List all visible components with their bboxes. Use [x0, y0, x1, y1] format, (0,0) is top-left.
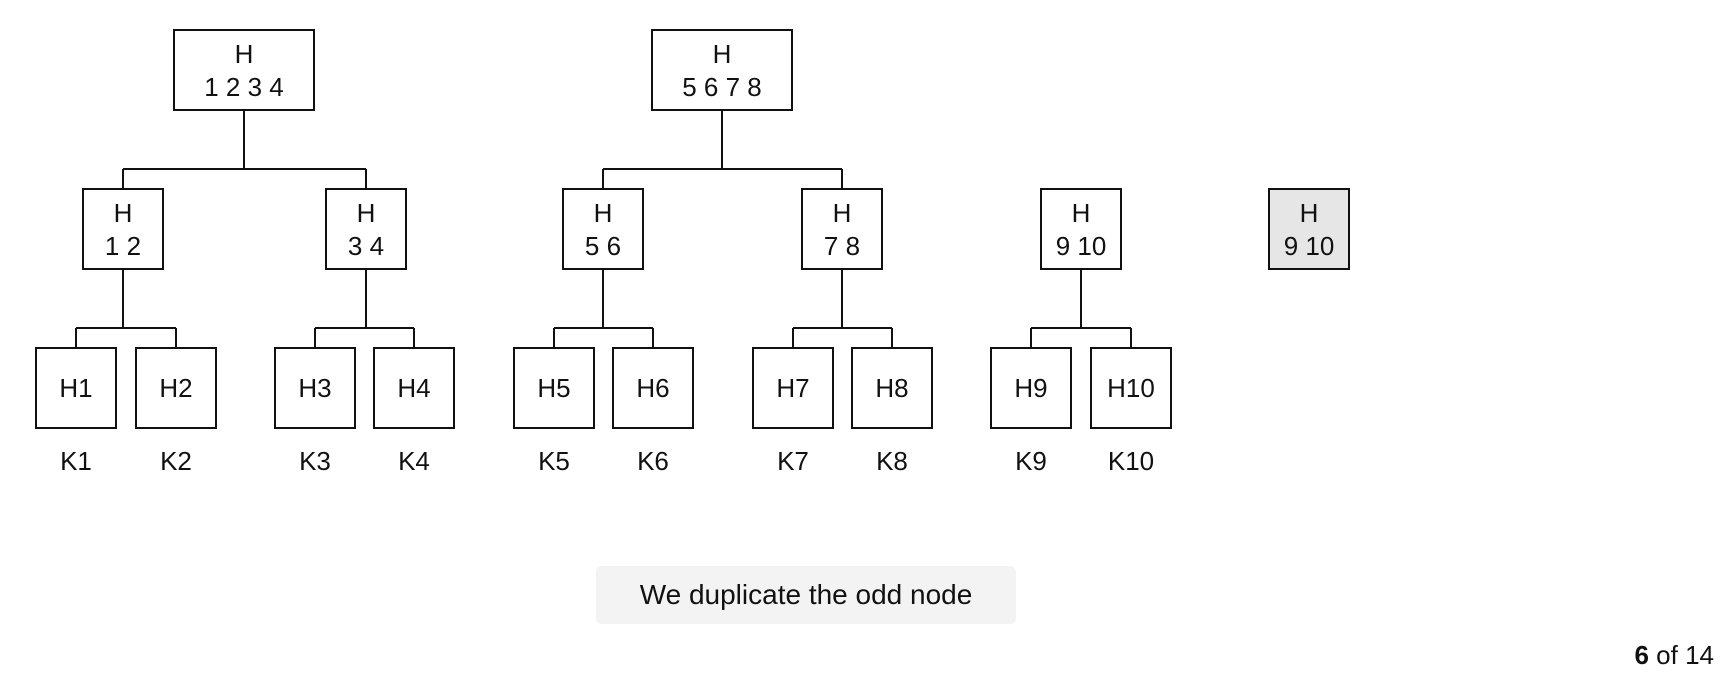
tree-nodes: H1 2 3 4H5 6 7 8H1 2H3 4H5 6H7 8H9 10H9 … — [35, 29, 1350, 429]
node-box — [1090, 347, 1172, 429]
leaf-label: H1 — [59, 373, 92, 403]
leaf-key-label: K1 — [60, 446, 92, 476]
node-keys: 3 4 — [348, 231, 384, 261]
leaf-key-label: K2 — [160, 446, 192, 476]
leaf-label: H5 — [537, 373, 570, 403]
node-box — [325, 188, 407, 270]
node-keys: 9 10 — [1284, 231, 1335, 261]
node-keys: 1 2 3 4 — [204, 72, 284, 102]
intermediate-hash-node: H3 4 — [325, 188, 407, 270]
node-label: H — [357, 198, 376, 228]
leaf-hash-node: H4 — [373, 347, 455, 429]
leaf-key-label: K3 — [299, 446, 331, 476]
leaf-label: H9 — [1014, 373, 1047, 403]
caption-box: We duplicate the odd node — [596, 566, 1016, 624]
node-label: H — [594, 198, 613, 228]
node-label: H — [1300, 198, 1319, 228]
leaf-hash-node: H2 — [135, 347, 217, 429]
node-box — [612, 347, 694, 429]
node-keys: 9 10 — [1056, 231, 1107, 261]
node-label: H — [114, 198, 133, 228]
leaf-label: H6 — [636, 373, 669, 403]
leaf-hash-node: H6 — [612, 347, 694, 429]
node-label: H — [1072, 198, 1091, 228]
tree-edges — [75, 110, 1132, 348]
node-keys: 7 8 — [824, 231, 860, 261]
node-box — [135, 347, 217, 429]
node-box — [651, 29, 793, 111]
duplicated-hash-node: H9 10 — [1268, 188, 1350, 270]
node-box — [990, 347, 1072, 429]
current-slide-number: 6 — [1634, 640, 1649, 670]
leaf-key-label: K7 — [777, 446, 809, 476]
leaf-label: H3 — [298, 373, 331, 403]
leaf-hash-node: H7 — [752, 347, 834, 429]
intermediate-hash-node: H9 10 — [1040, 188, 1122, 270]
intermediate-hash-node: H5 6 — [562, 188, 644, 270]
leaf-hash-node: H8 — [851, 347, 933, 429]
node-box — [851, 347, 933, 429]
leaf-label: H10 — [1107, 373, 1155, 403]
leaf-hash-node: H5 — [513, 347, 595, 429]
counter-separator: of — [1656, 640, 1678, 670]
leaf-label: H7 — [776, 373, 809, 403]
leaf-label: H8 — [875, 373, 908, 403]
slide-counter: 6 of 14 — [1634, 640, 1714, 671]
node-keys: 1 2 — [105, 231, 141, 261]
node-box — [752, 347, 834, 429]
node-box — [801, 188, 883, 270]
leaf-hash-node: H10 — [1090, 347, 1172, 429]
node-box — [1268, 188, 1350, 270]
leaf-label: H4 — [397, 373, 430, 403]
total-slide-count: 14 — [1685, 640, 1714, 670]
node-box — [1040, 188, 1122, 270]
node-box — [513, 347, 595, 429]
node-box — [373, 347, 455, 429]
intermediate-hash-node: H1 2 — [82, 188, 164, 270]
leaf-hash-node: H3 — [274, 347, 356, 429]
leaf-key-label: K4 — [398, 446, 430, 476]
node-box — [35, 347, 117, 429]
leaf-key-label: K8 — [876, 446, 908, 476]
caption-text: We duplicate the odd node — [639, 579, 973, 610]
root-hash-node: H1 2 3 4 — [173, 29, 315, 111]
node-label: H — [833, 198, 852, 228]
node-label: H — [235, 39, 254, 69]
leaf-hash-node: H1 — [35, 347, 117, 429]
leaf-key-label: K5 — [538, 446, 570, 476]
node-label: H — [713, 39, 732, 69]
node-keys: 5 6 — [585, 231, 621, 261]
node-box — [173, 29, 315, 111]
leaf-label: H2 — [159, 373, 192, 403]
leaf-hash-node: H9 — [990, 347, 1072, 429]
leaf-key-label: K9 — [1015, 446, 1047, 476]
root-hash-node: H5 6 7 8 — [651, 29, 793, 111]
node-box — [82, 188, 164, 270]
intermediate-hash-node: H7 8 — [801, 188, 883, 270]
node-keys: 5 6 7 8 — [682, 72, 762, 102]
leaf-key-label: K10 — [1108, 446, 1154, 476]
node-box — [562, 188, 644, 270]
node-box — [274, 347, 356, 429]
leaf-keys: K1 K2 K3 K4 K5 K6 K7 K8 K9 K10 — [60, 446, 1154, 476]
leaf-key-label: K6 — [637, 446, 669, 476]
